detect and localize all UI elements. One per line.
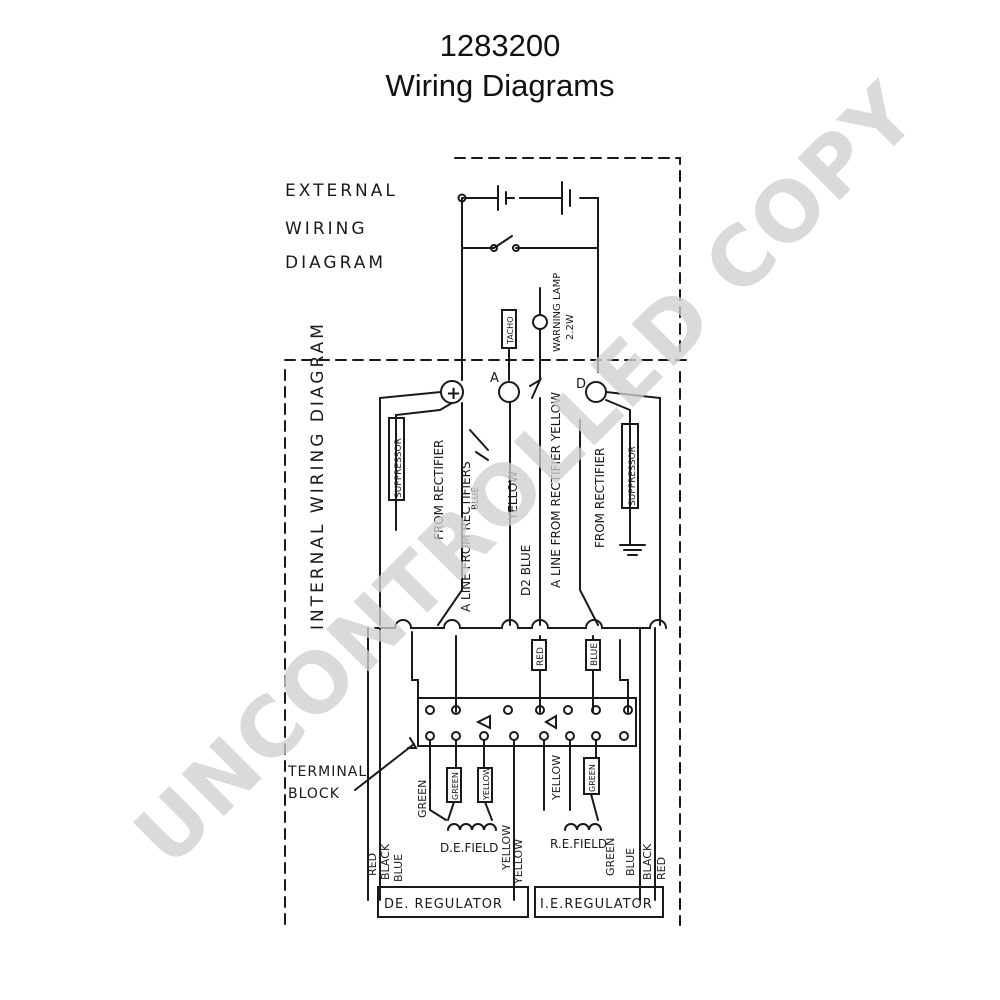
tacho-label: TACHO [506,317,515,346]
blue-mark-label: BLUE [471,487,481,510]
terminal-block-label-2: BLOCK [288,786,340,802]
black-label: BLACK [379,843,392,880]
yellow-label: YELLOW [506,471,520,521]
black-r-label: BLACK [641,843,654,880]
external-label-1: EXTERNAL [285,181,398,201]
suppressor-right-label: SUPPRESSOR [628,446,638,506]
green-tag-l2-label: YELLOW [482,767,491,801]
green-tag-r-label: GREEN [588,764,597,792]
d2-blue-label: D2 BLUE [519,545,533,596]
lamp-label-2: 2.2W [565,314,576,340]
page-subtitle: Wiring Diagrams [385,68,615,103]
external-label-3: DIAGRAM [285,253,386,273]
green-r-label: GREEN [604,838,617,876]
terminal-block-label-1: TERMINAL [287,764,367,780]
plus-label: + [446,383,461,404]
re-field-label: R.E.FIELD [550,837,607,851]
from-rectifier-left-label: FROM RECTIFIER [432,440,446,540]
de-regulator-label: DE. REGULATOR [384,897,503,912]
d-label: D [576,377,586,392]
internal-label: INTERNAL WIRING DIAGRAM [308,321,328,630]
terminal-block [417,697,637,747]
yellow-bottom-label: YELLOW [512,839,525,885]
de-field-coil [447,823,497,831]
internal-frame [284,369,681,926]
line-from-rectifiers-label: A LINE FROM RECTIFIERS [459,461,473,612]
suppressor-right [621,423,639,509]
re-field-coil [564,823,602,831]
suppressor-left-label: SUPPRESSOR [394,438,404,498]
a-terminal [498,381,520,403]
blue-tag-label: BLUE [590,643,600,666]
red-tag-label: RED [536,647,546,666]
de-regulator-box [377,886,529,918]
de-field-label: D.E.FIELD [440,841,498,855]
re-regulator-label: I.E.REGULATOR [540,897,653,912]
green-tag-l-label: GREEN [451,772,460,800]
blue-r-label: BLUE [624,848,637,876]
yellow-l-label: YELLOW [500,825,513,871]
a-label: A [490,371,499,386]
re-regulator-box [534,886,664,918]
crossover-bus [374,619,667,629]
from-rectifier-right-label: FROM RECTIFIER [593,448,607,548]
battery-wire [461,197,599,373]
switch-wire [461,235,599,249]
warning-lamp [532,314,548,330]
uncontrolled-copy-watermark: UNCONTROLLED COPY [117,65,936,884]
external-label-2: WIRING [285,219,368,239]
green-l-label: GREEN [416,780,429,818]
red-label: RED [366,853,379,876]
yellow-r-label: YELLOW [550,755,563,801]
a-line-rect-yellow-label: A LINE FROM RECTIFIER YELLOW [549,392,563,588]
red-r-label: RED [655,857,668,880]
blue-label: BLUE [392,854,405,882]
part-number-title: 1283200 [439,28,561,63]
suppressor-left [388,417,405,501]
external-frame [454,157,681,359]
lamp-label-1: WARNING LAMP [552,273,563,352]
